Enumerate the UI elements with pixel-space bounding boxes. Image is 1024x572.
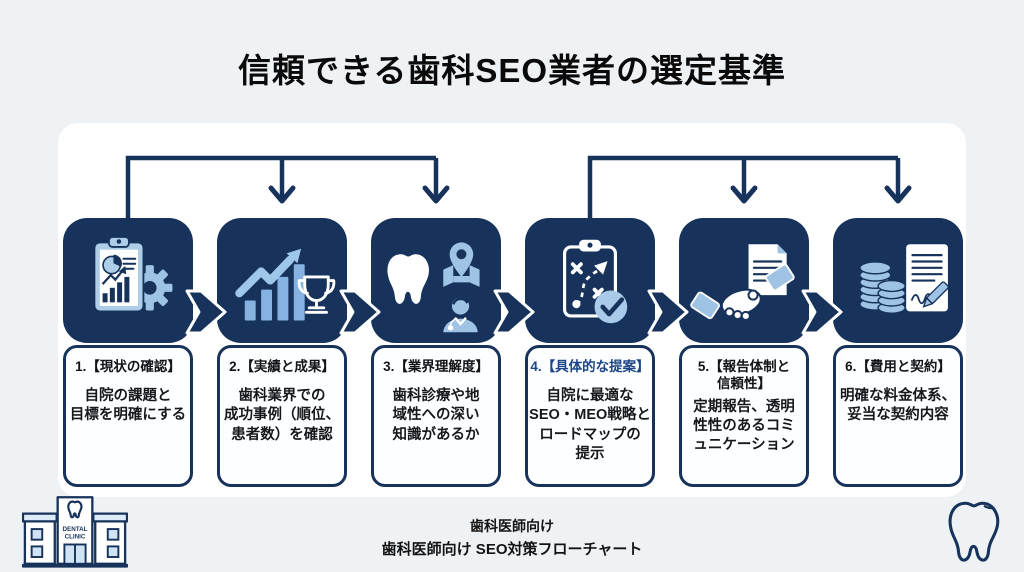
step-heading: 3.【業界理解度】 xyxy=(383,359,489,374)
chevron-right-icon xyxy=(801,289,843,335)
step-icon-box xyxy=(371,218,501,343)
tooth-map-pin-doctor-icon xyxy=(387,241,480,332)
step-card: 4.【具体的な提案】 自院に最適な SEO・MEO戦略と ロードマップの 提示 xyxy=(525,345,655,487)
step-column-2: 2.【実績と成果】 歯科業界での 成功事例（順位、 患者数）を確認 xyxy=(217,218,347,487)
step-heading: 2.【実績と成果】 xyxy=(229,359,335,374)
step-card: 6.【費用と契約】 明確な料金体系、 妥当な契約内容 xyxy=(833,345,963,487)
clinic-sign-text-line1: DENTAL xyxy=(63,526,88,533)
step-body: 自院の課題と 目標を明確にする xyxy=(69,388,187,424)
step-icon-box xyxy=(833,218,963,343)
chevron-right-icon xyxy=(493,289,535,335)
step-heading: 4.【具体的な提案】 xyxy=(530,359,650,374)
footer-caption-line2: 歯科医師向け SEO対策フローチャート xyxy=(381,541,643,558)
step-icon-box xyxy=(63,218,193,343)
clipboard-analytics-gear-icon xyxy=(93,235,173,312)
step-body: 歯科業界での 成功事例（順位、 患者数）を確認 xyxy=(224,388,340,443)
step-heading: 5.【報告体制と 信頼性】 xyxy=(697,359,791,392)
footer-caption-line1: 歯科医師向け xyxy=(470,518,554,534)
chevron-right-icon xyxy=(339,289,381,335)
step-card: 2.【実績と成果】 歯科業界での 成功事例（順位、 患者数）を確認 xyxy=(217,345,347,487)
step-card: 3.【業界理解度】 歯科診療や地 域性への深い 知識があるか xyxy=(371,345,501,487)
step-column-4: 4.【具体的な提案】 自院に最適な SEO・MEO戦略と ロードマップの 提示 xyxy=(525,218,655,487)
step-card: 5.【報告体制と 信頼性】 定期報告、透明 性性のあるコミ ュニケーション xyxy=(679,345,809,487)
step-column-6: 6.【費用と契約】 明確な料金体系、 妥当な契約内容 xyxy=(833,218,963,487)
step-body: 明確な料金体系、 妥当な契約内容 xyxy=(840,388,956,424)
step-heading: 6.【費用と契約】 xyxy=(845,359,951,374)
step-card: 1.【現状の確認】 自院の課題と 目標を明確にする xyxy=(63,345,193,487)
step-icon-box xyxy=(217,218,347,343)
dental-clinic-icon: DENTAL CLINIC xyxy=(22,496,128,568)
chevron-right-icon xyxy=(185,289,227,335)
handshake-document-icon xyxy=(690,243,795,321)
page-title: 信頼できる歯科SEO業者の選定基準 xyxy=(237,52,787,89)
step-column-1: 1.【現状の確認】 自院の課題と 目標を明確にする xyxy=(63,218,193,487)
tooth-icon xyxy=(948,501,1000,562)
step-icon-box xyxy=(525,218,655,343)
step-column-3: 3.【業界理解度】 歯科診療や地 域性への深い 知識があるか xyxy=(371,218,501,487)
step-body: 歯科診療や地 域性への深い 知識があるか xyxy=(392,388,480,443)
step-heading: 1.【現状の確認】 xyxy=(75,359,181,374)
chevron-right-icon xyxy=(647,289,689,335)
step-body: 自院に最適な SEO・MEO戦略と ロードマップの 提示 xyxy=(529,388,651,462)
clinic-sign-text-line2: CLINIC xyxy=(65,534,86,541)
step-column-5: 5.【報告体制と 信頼性】 定期報告、透明 性性のあるコミ ュニケーション xyxy=(679,218,809,487)
step-body: 定期報告、透明 性性のあるコミ ュニケーション xyxy=(693,398,795,453)
coins-contract-pen-icon xyxy=(859,243,949,314)
step-icon-box xyxy=(679,218,809,343)
growth-chart-trophy-icon xyxy=(235,248,336,320)
strategy-clipboard-check-icon xyxy=(562,239,628,323)
